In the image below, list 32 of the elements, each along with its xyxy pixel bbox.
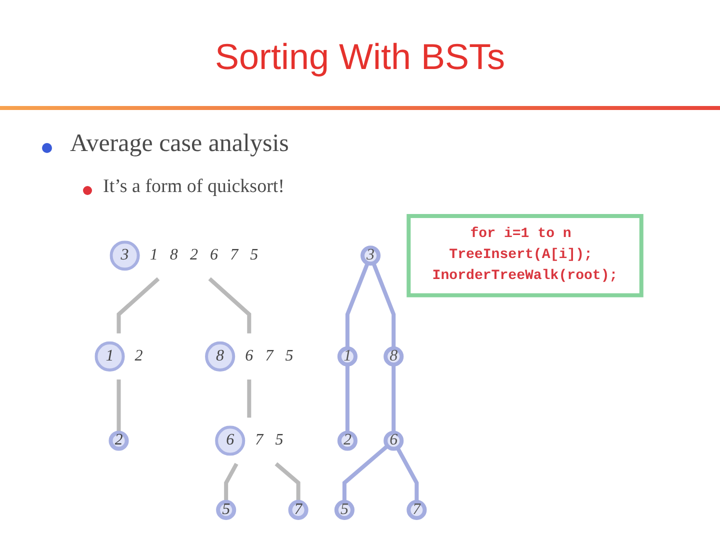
node-circle: 1: [337, 346, 358, 366]
connector: [116, 277, 160, 334]
connector: [345, 262, 370, 348]
node-circle: 2: [108, 430, 129, 451]
connector: [208, 277, 252, 334]
remaining-keys-text: 2: [134, 347, 143, 364]
bullet-text: Average case analysis: [70, 130, 289, 158]
connector: [392, 364, 396, 433]
node-circle: 2: [337, 430, 358, 451]
connector: [342, 444, 389, 502]
node-circle: 5: [216, 500, 236, 520]
remaining-keys-text: 1 8 2 6 7 5: [150, 246, 258, 264]
node-circle: 3: [360, 246, 381, 266]
tree-node-circle: 6: [215, 426, 246, 456]
connector: [396, 446, 419, 502]
node-box: for i=1 to n TreeInsert(A[i]); InorderTreeWalk(root);: [406, 214, 644, 298]
node-circle: 6: [384, 430, 404, 451]
connector: [116, 380, 121, 433]
sub-bullet-text: It’s a form of quicksort!: [103, 176, 285, 198]
node-circle: 5: [334, 500, 354, 520]
connector: [274, 462, 300, 502]
node-circle: 8: [384, 346, 404, 366]
connector: [247, 380, 252, 418]
tree-node-circle: 3: [110, 240, 140, 271]
connector: [345, 364, 350, 433]
remaining-keys-text: 7 5: [255, 432, 284, 449]
connector: [372, 262, 396, 348]
tree-node-circle: 8: [205, 341, 236, 372]
tree-node-circle: 1: [94, 341, 125, 372]
remaining-keys-text: 6 7 5: [245, 347, 294, 364]
slide-title: Sorting With BSTs: [214, 36, 506, 78]
connector: [224, 462, 238, 502]
